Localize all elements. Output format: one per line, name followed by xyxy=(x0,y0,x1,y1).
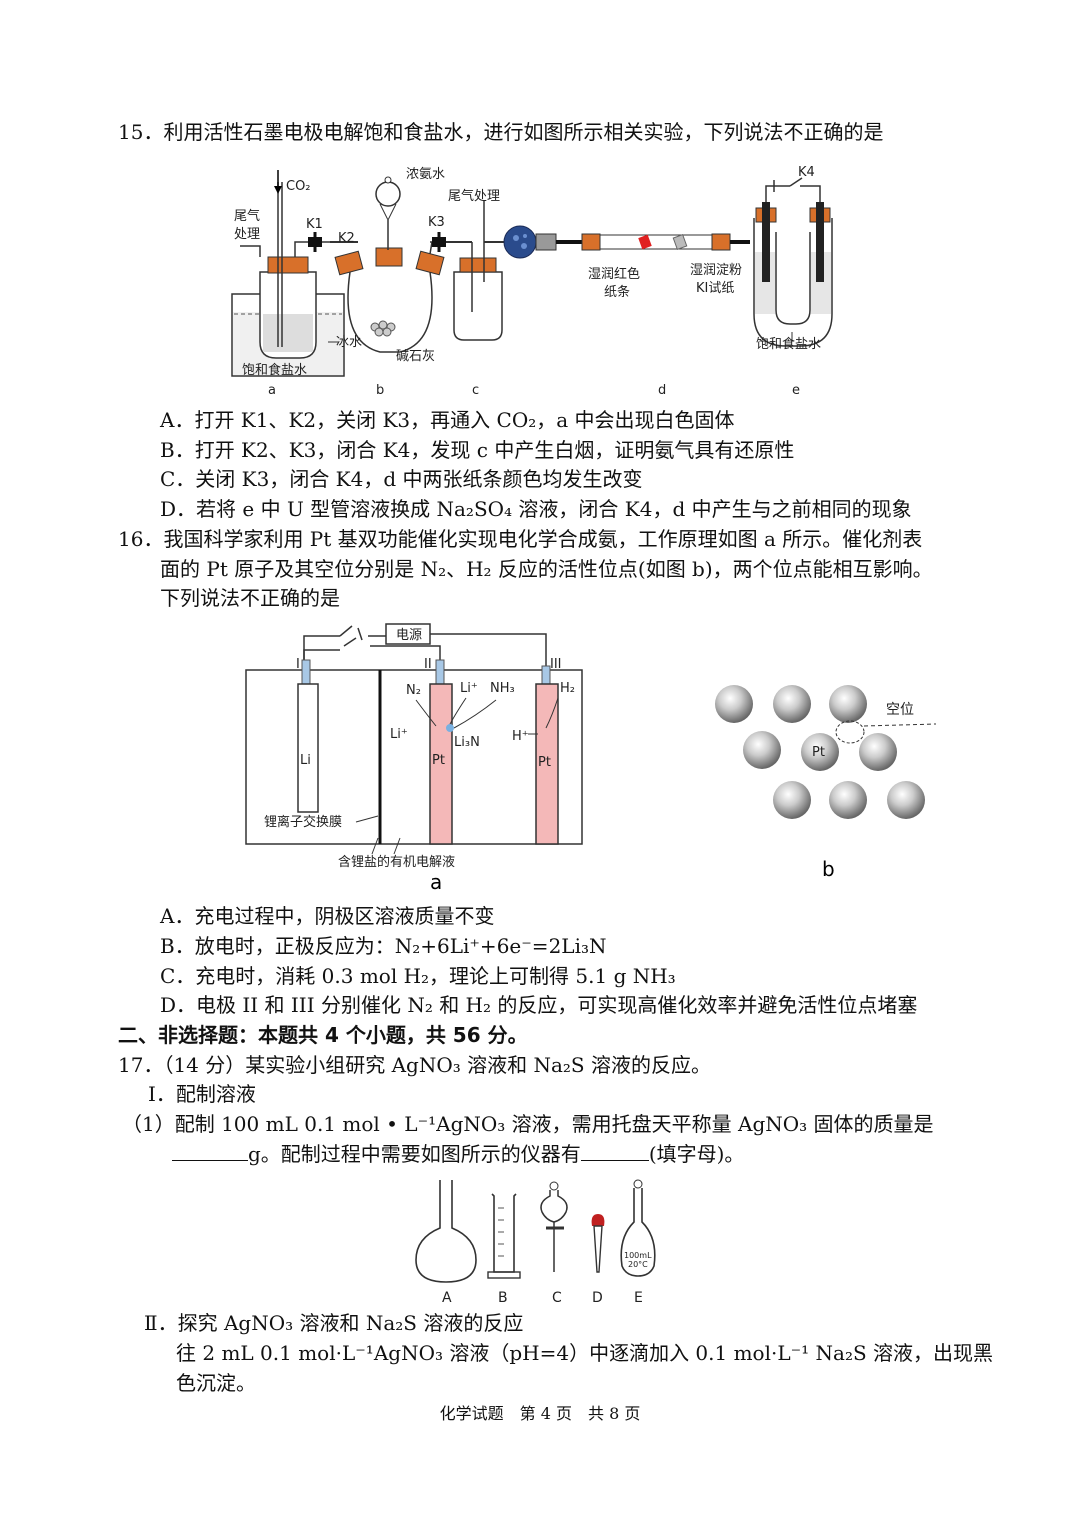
h2-label: H₂ xyxy=(560,681,575,696)
k4-label: K4 xyxy=(798,165,815,180)
volumetric-flask-text-1: 100mL xyxy=(624,1251,652,1260)
apparatus-e xyxy=(753,177,833,347)
wet-ki-label-1: 湿润淀粉 xyxy=(690,263,742,278)
soda-lime-label: 碱石灰 xyxy=(396,349,435,364)
q17-part2-line2: 色沉淀。 xyxy=(176,1371,256,1395)
q15-apparatus-figure: CO₂ 尾气 处理 饱和食盐水 K1 浓氨水 K2 冰水 碱石灰 K3 xyxy=(231,165,833,398)
k1-valve-icon[interactable] xyxy=(308,232,322,252)
q16-option-a: A．充电过程中，阴极区溶液质量不变 xyxy=(160,904,495,928)
q16-cell-figure-a: 电源 I II III Li Pt Pt N₂ Li⁺ NH₃ H₂ Li⁺ L… xyxy=(245,623,583,894)
label-e: e xyxy=(792,383,800,398)
section-2-heading: 二、非选择题：本题共 4 个小题，共 56 分。 xyxy=(118,1023,528,1047)
pt-electrode-ii-label: Pt xyxy=(432,753,445,768)
k3-label: K3 xyxy=(428,215,445,230)
q15-option-a: A．打开 K1、K2，关闭 K3，再通入 CO₂，a 中会出现白色固体 xyxy=(160,408,735,432)
tail-gas-a-label-2: 处理 xyxy=(234,227,260,242)
k2-label: K2 xyxy=(338,231,355,246)
brine-a-label: 饱和食盐水 xyxy=(242,362,307,378)
apparatus-a xyxy=(231,170,345,377)
q17-part1-heading: Ⅰ．配制溶液 xyxy=(148,1082,256,1106)
membrane-label: 锂离子交换膜 xyxy=(264,814,342,830)
q16-stem-line2: 面的 Pt 原子及其空位分别是 N₂、H₂ 反应的活性位点(如图 b)，两个位点… xyxy=(160,557,933,581)
k1-label: K1 xyxy=(306,217,323,232)
instrument-answer-blank[interactable] xyxy=(580,1140,649,1161)
tail-gas-c-label: 尾气处理 xyxy=(448,188,500,204)
volumetric-flask-text-2: 20°C xyxy=(628,1260,648,1269)
q17-sub1-line2: g。配制过程中需要如图所示的仪器有(填字母)。 xyxy=(172,1140,744,1168)
mass-answer-blank[interactable] xyxy=(172,1140,248,1161)
q15-stem: 15．利用活性石墨电极电解饱和食盐水，进行如图所示相关实验，下列说法不正确的是 xyxy=(118,120,884,144)
label-b: b xyxy=(376,383,384,398)
pt-atom-icon xyxy=(801,733,839,771)
electrode-iii-label: III xyxy=(550,657,562,672)
separatory-funnel-icon xyxy=(540,1181,568,1272)
dropper-icon xyxy=(591,1214,605,1273)
h-plus-label: H⁺ xyxy=(512,729,529,744)
q17-part2-heading: Ⅱ．探究 AgNO₃ 溶液和 Na₂S 溶液的反应 xyxy=(144,1311,524,1335)
q16-stem-line3: 下列说法不正确的是 xyxy=(160,586,340,610)
n2-label: N₂ xyxy=(406,683,421,698)
brine-e-label: 饱和食盐水 xyxy=(756,336,821,352)
li3n-label: Li₃N xyxy=(454,735,480,750)
q15-option-b: B．打开 K2、K3，闭合 K4，发现 c 中产生白烟，证明氨气具有还原性 xyxy=(160,438,795,462)
label-d: d xyxy=(658,383,666,398)
apparatus-b xyxy=(334,176,460,353)
page-footer: 化学试题 第 4 页 共 8 页 xyxy=(439,1404,641,1423)
ammonia-label: 浓氨水 xyxy=(406,167,445,182)
instrument-e-label: E xyxy=(634,1290,643,1306)
label-a: a xyxy=(268,383,276,398)
volumetric-flask-icon: 100mL 20°C xyxy=(620,1179,656,1277)
label-c: c xyxy=(472,383,479,398)
vacancy-label: 空位 xyxy=(886,702,914,718)
apparatus-d xyxy=(503,225,750,259)
electrode-ii-label: II xyxy=(424,657,432,672)
wet-red-label-2: 纸条 xyxy=(604,284,630,300)
pt-atom-label: Pt xyxy=(812,745,825,760)
nh3-label: NH₃ xyxy=(490,681,515,696)
figure-a-caption: a xyxy=(430,870,442,894)
power-label: 电源 xyxy=(396,628,422,643)
li-plus-top-label: Li⁺ xyxy=(460,681,478,696)
tail-gas-a-label-1: 尾气 xyxy=(234,208,260,224)
ice-water-label: 冰水 xyxy=(336,335,362,350)
round-flask-icon xyxy=(415,1180,477,1283)
instrument-d-label: D xyxy=(592,1290,603,1306)
q17-sub1-line1: （1）配制 100 mL 0.1 mol • L⁻¹AgNO₃ 溶液，需用托盘天… xyxy=(122,1112,934,1136)
k3-valve-icon[interactable] xyxy=(432,232,446,252)
wet-red-label-1: 湿润红色 xyxy=(588,266,640,282)
q17-stem: 17．（14 分）某实验小组研究 AgNO₃ 溶液和 Na₂S 溶液的反应。 xyxy=(118,1053,711,1077)
q16-option-d: D．电极 II 和 III 分别催化 N₂ 和 H₂ 的反应，可实现高催化效率并… xyxy=(160,993,918,1017)
electrolyte-label: 含锂盐的有机电解液 xyxy=(338,854,455,870)
apparatus-c xyxy=(453,200,510,341)
q17-instruments-figure: 100mL 20°C A B C D E xyxy=(415,1179,656,1306)
instrument-b-label: B xyxy=(498,1290,508,1306)
q16-option-b: B．放电时，正极反应为：N₂+6Li⁺+6e⁻=2Li₃N xyxy=(160,934,607,958)
q16-stem-line1: 16．我国科学家利用 Pt 基双功能催化实现电化学合成氨，工作原理如图 a 所示… xyxy=(118,527,923,551)
li-electrode-label: Li xyxy=(300,753,311,768)
q16-pt-surface-figure-b: 空位 Pt b xyxy=(715,685,937,881)
graduated-cylinder-icon xyxy=(487,1193,521,1279)
co2-label: CO₂ xyxy=(286,179,311,194)
instrument-a-label: A xyxy=(442,1290,452,1306)
instrument-c-label: C xyxy=(552,1290,562,1306)
pt-electrode-iii-label: Pt xyxy=(538,755,551,770)
wet-ki-label-2: KI试纸 xyxy=(696,281,734,296)
li-plus-left-label: Li⁺ xyxy=(390,727,408,742)
figure-b-caption: b xyxy=(822,857,835,881)
q17-part2-line1: 往 2 mL 0.1 mol·L⁻¹AgNO₃ 溶液（pH=4）中逐滴加入 0.… xyxy=(176,1341,994,1365)
vacancy-circle-icon xyxy=(835,720,865,744)
electrode-i-label: I xyxy=(296,657,300,672)
q16-option-c: C．充电时，消耗 0.3 mol H₂，理论上可制得 5.1 g NH₃ xyxy=(160,964,676,988)
q15-option-d: D．若将 e 中 U 型管溶液换成 Na₂SO₄ 溶液，闭合 K4，d 中产生与… xyxy=(160,497,912,521)
q15-option-c: C．关闭 K3，闭合 K4，d 中两张纸条颜色均发生改变 xyxy=(160,467,643,491)
